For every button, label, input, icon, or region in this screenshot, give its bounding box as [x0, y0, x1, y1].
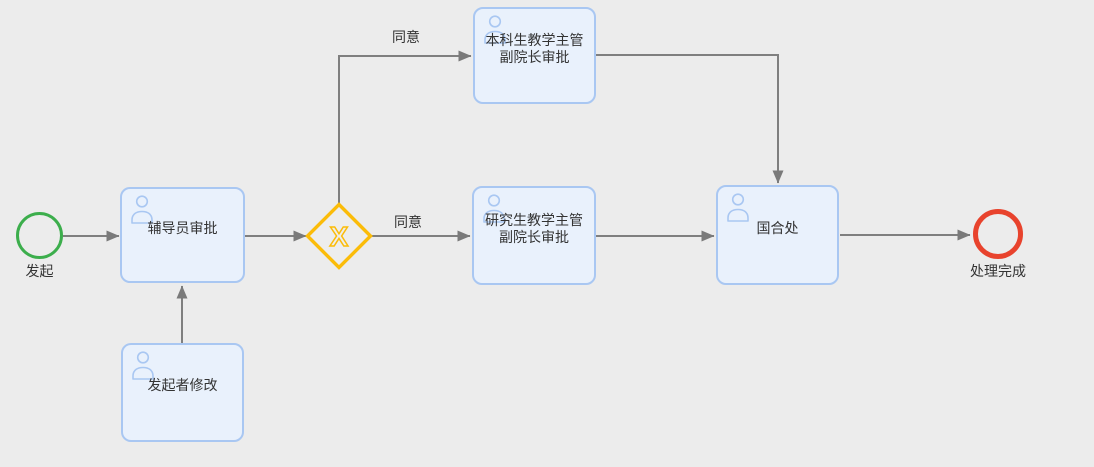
task-label: 发起者修改 — [147, 377, 218, 394]
flow-label-agree-middle: 同意 — [394, 214, 422, 230]
task-label: 国合处 — [756, 219, 799, 236]
start-event-label: 发起 — [25, 263, 54, 279]
exclusive-gateway[interactable]: X — [303, 200, 375, 272]
gateway-x-symbol: X — [330, 221, 349, 252]
task-label: 研究生教学主管 副院长审批 — [485, 211, 583, 245]
start-event[interactable]: 发起 — [16, 212, 63, 279]
task-grad-dean-approval[interactable]: 研究生教学主管 副院长审批 — [472, 186, 596, 285]
task-label: 本科生教学主管 副院长审批 — [485, 31, 584, 65]
end-event[interactable]: 处理完成 — [970, 209, 1026, 279]
task-undergrad-dean-approval[interactable]: 本科生教学主管 副院长审批 — [473, 7, 596, 104]
user-icon — [482, 14, 508, 44]
user-icon — [129, 194, 155, 224]
end-event-label: 处理完成 — [970, 263, 1026, 279]
user-icon — [481, 193, 507, 223]
flow-undergrad-to-intl[interactable] — [596, 54, 784, 184]
task-label: 辅导员审批 — [147, 219, 218, 236]
flow-label-agree-top: 同意 — [392, 29, 420, 45]
user-icon — [130, 350, 156, 380]
task-intl-office[interactable]: 国合处 — [716, 185, 839, 285]
task-initiator-edit[interactable]: 发起者修改 — [121, 343, 244, 442]
task-counselor-approval[interactable]: 辅导员审批 — [120, 187, 245, 283]
user-icon — [725, 192, 751, 222]
flow-gateway-to-undergrad[interactable] — [338, 50, 472, 204]
